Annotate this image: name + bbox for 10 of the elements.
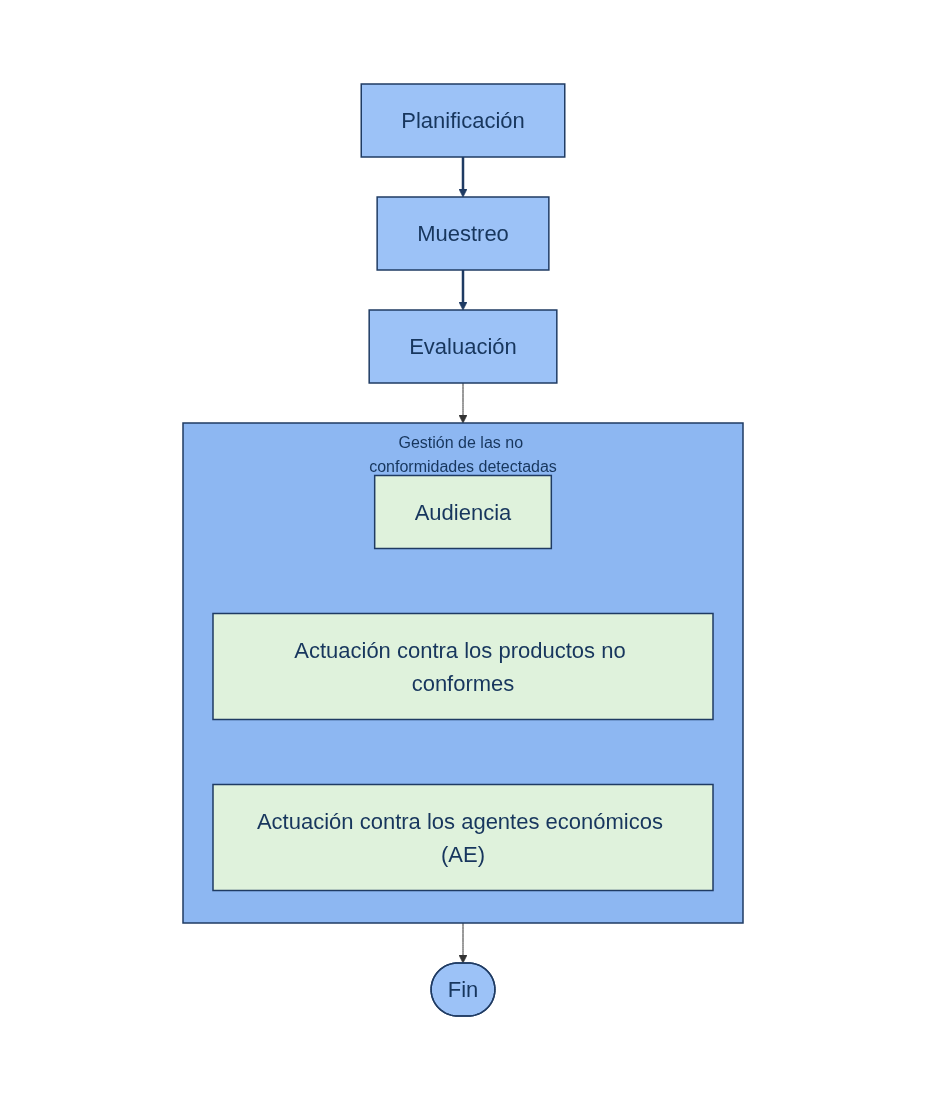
node-box: Muestreo [376,195,550,271]
arrow [458,382,468,423]
node-box: Audiencia [373,474,553,549]
node-box: Actuación contra los productos no conformes [212,612,714,720]
node-box: Planificación [360,82,566,158]
arrow [458,156,468,197]
node-box: Actuación contra los agentes económicos (AE) [212,783,714,891]
node-box: Evaluación [368,308,558,384]
arrow [458,922,468,963]
arrow [458,269,468,310]
